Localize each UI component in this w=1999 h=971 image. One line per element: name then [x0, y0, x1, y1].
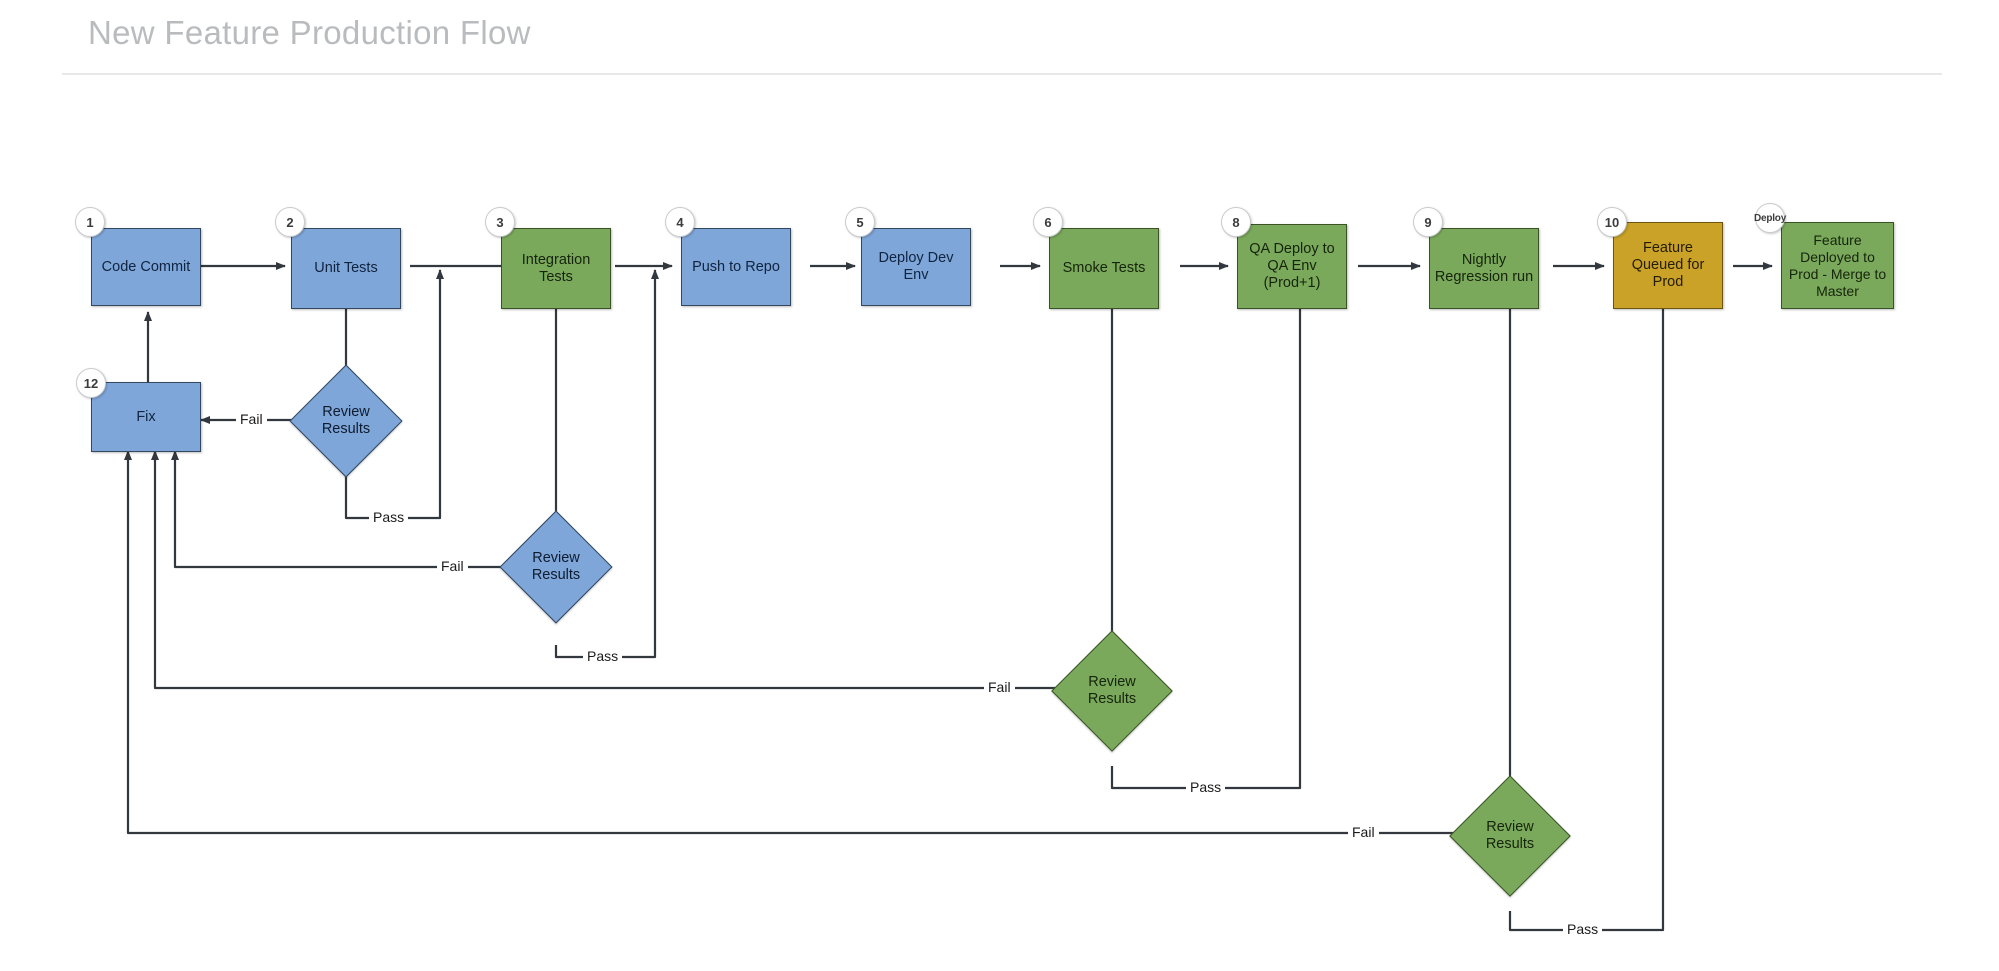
node-smoke-tests[interactable]: Smoke Tests — [1049, 228, 1159, 309]
badge-feature-deployed: Deploy — [1754, 203, 1786, 233]
node-fix[interactable]: Fix — [91, 382, 201, 452]
node-smoke-tests-label: Smoke Tests — [1062, 260, 1146, 276]
badge-fix: 12 — [76, 368, 106, 398]
badge-push-to-repo: 4 — [665, 207, 695, 237]
badge-deploy-dev-env: 5 — [845, 207, 875, 237]
badge-integration-tests: 3 — [485, 207, 515, 237]
node-push-to-repo-label: Push to Repo — [692, 258, 780, 275]
diamond-shape — [289, 364, 403, 478]
badge-code-commit: 1 — [75, 207, 105, 237]
node-fix-label: Fix — [136, 408, 156, 425]
badge-nightly-regression: 9 — [1413, 207, 1443, 237]
edge-label-fail-unit: Fail — [236, 410, 267, 428]
edge-label-pass-smoke: Pass — [1186, 778, 1226, 796]
node-feature-queued-label: Feature Queued for Prod — [1631, 240, 1705, 290]
node-review-unit-results[interactable]: Review Results — [289, 364, 403, 478]
page-title: New Feature Production Flow — [88, 14, 531, 51]
node-unit-tests-label: Unit Tests — [314, 260, 378, 276]
node-review-smoke-results[interactable]: Review Results — [1051, 630, 1173, 752]
diamond-shape — [1449, 775, 1571, 897]
edge-label-pass-nightly: Pass — [1563, 920, 1603, 938]
node-qa-deploy-label: QA Deploy to QA Env (Prod+1) — [1249, 241, 1335, 291]
node-review-nightly-results[interactable]: Review Results — [1449, 775, 1571, 897]
diamond-shape — [1051, 630, 1173, 752]
node-integration-tests-label: Integration Tests — [521, 251, 591, 285]
diamond-shape — [499, 510, 613, 624]
node-review-integration-results[interactable]: Review Results — [499, 510, 613, 624]
edge-label-fail-integration: Fail — [437, 557, 468, 575]
badge-unit-tests: 2 — [275, 207, 305, 237]
edge-label-pass-integration: Pass — [583, 647, 623, 665]
badge-smoke-tests: 6 — [1033, 207, 1063, 237]
node-code-commit[interactable]: Code Commit — [91, 228, 201, 306]
edge-label-fail-nightly: Fail — [1348, 823, 1379, 841]
node-deploy-dev-env[interactable]: Deploy Dev Env — [861, 228, 971, 306]
node-push-to-repo[interactable]: Push to Repo — [681, 228, 791, 306]
node-integration-tests[interactable]: Integration Tests — [501, 228, 611, 309]
node-code-commit-label: Code Commit — [101, 258, 191, 275]
node-feature-deployed[interactable]: Feature Deployed to Prod - Merge to Mast… — [1781, 222, 1894, 309]
badge-qa-deploy: 8 — [1221, 207, 1251, 237]
node-feature-deployed-label: Feature Deployed to Prod - Merge to Mast… — [1788, 231, 1887, 299]
node-nightly-regression[interactable]: Nightly Regression run — [1429, 228, 1539, 309]
node-unit-tests[interactable]: Unit Tests — [291, 228, 401, 309]
node-nightly-regression-label: Nightly Regression run — [1434, 251, 1534, 285]
edge-label-fail-smoke: Fail — [984, 678, 1015, 696]
node-qa-deploy[interactable]: QA Deploy to QA Env (Prod+1) — [1237, 224, 1347, 309]
edge-label-pass-unit: Pass — [369, 508, 409, 526]
node-feature-queued[interactable]: Feature Queued for Prod — [1613, 222, 1723, 309]
title-divider — [62, 73, 1942, 75]
node-deploy-dev-env-label: Deploy Dev Env — [878, 250, 954, 283]
badge-feature-queued: 10 — [1597, 207, 1627, 237]
